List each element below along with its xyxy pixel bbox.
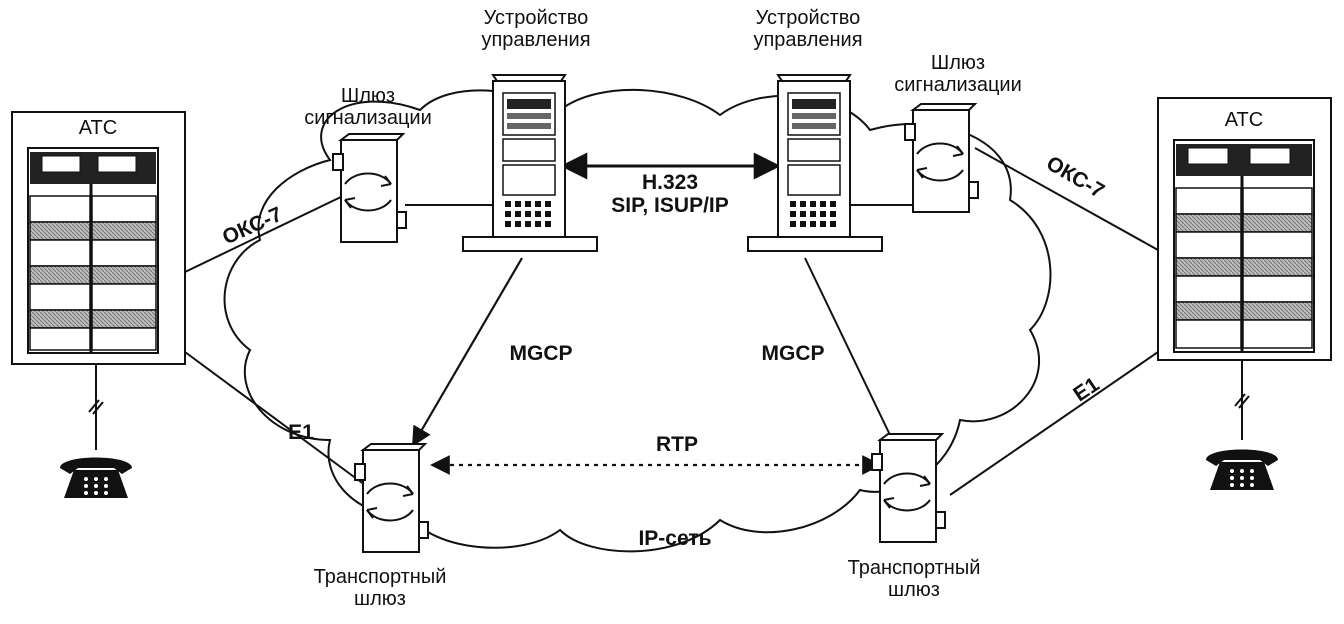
label-control-left-line2: управления <box>481 28 591 51</box>
label-mgcp-right: MGCP <box>761 342 825 365</box>
label-signal-gw-left-line2: сигнализации <box>304 106 432 129</box>
label-control-left: Устройство управления <box>446 7 626 51</box>
label-control-left-line1: Устройство <box>483 7 589 29</box>
label-signal-gw-left-line1: Шлюз <box>340 85 396 107</box>
signal-gateway-left-icon <box>332 133 407 243</box>
label-e1-right: E1 <box>1069 373 1103 407</box>
transport-gateway-left-icon <box>354 443 429 553</box>
label-transport-gw-left-line1: Транспортный <box>313 566 447 588</box>
label-transport-gw-left: Транспортный шлюз <box>290 566 470 610</box>
label-control-right: Устройство управления <box>718 7 898 51</box>
pbx-left-icon <box>11 111 186 365</box>
label-control-right-line1: Устройство <box>755 7 861 29</box>
control-server-left-icon <box>462 74 598 252</box>
label-protocols-line2: SIP, ISUP/IP <box>611 193 729 217</box>
link-control-right-transport-gw <box>804 257 891 436</box>
link-pbx-right-signal-gw <box>974 147 1159 251</box>
label-mgcp-left: MGCP <box>509 342 573 365</box>
label-transport-gw-right: Транспортный шлюз <box>824 557 1004 601</box>
telephone-left-icon <box>60 457 132 498</box>
label-e1-left: E1 <box>288 421 314 444</box>
link-pbx-left-signal-gw <box>184 194 346 273</box>
label-pbx-left: АТС <box>78 117 118 139</box>
label-pbx-right: АТС <box>1224 109 1264 131</box>
link-pbx-right-transport-gw <box>949 351 1159 496</box>
label-protocols: H.323 SIP, ISUP/IP <box>580 171 760 217</box>
label-transport-gw-left-line2: шлюз <box>354 587 406 610</box>
label-rtp: RTP <box>656 433 698 456</box>
label-signal-gw-left: Шлюз сигнализации <box>278 85 458 129</box>
transport-gateway-right-icon <box>871 433 946 543</box>
arrow-mgcp-left <box>412 257 523 447</box>
signal-gateway-right-icon <box>904 103 979 213</box>
telephone-right-icon <box>1206 449 1278 490</box>
label-transport-gw-right-line2: шлюз <box>888 578 940 601</box>
pbx-right-icon <box>1157 97 1332 361</box>
control-server-right-icon <box>747 74 883 252</box>
label-signal-gw-right: Шлюз сигнализации <box>868 52 1048 96</box>
label-transport-gw-right-line1: Транспортный <box>847 557 981 579</box>
label-oks7-right: ОКС-7 <box>1042 152 1108 203</box>
label-signal-gw-right-line1: Шлюз <box>930 52 986 74</box>
link-pbx-left-transport-gw <box>184 351 366 486</box>
label-protocols-line1: H.323 <box>641 171 699 194</box>
label-control-right-line2: управления <box>753 28 863 51</box>
label-signal-gw-right-line2: сигнализации <box>894 73 1022 96</box>
label-ip-network: IP-сеть <box>638 527 712 550</box>
